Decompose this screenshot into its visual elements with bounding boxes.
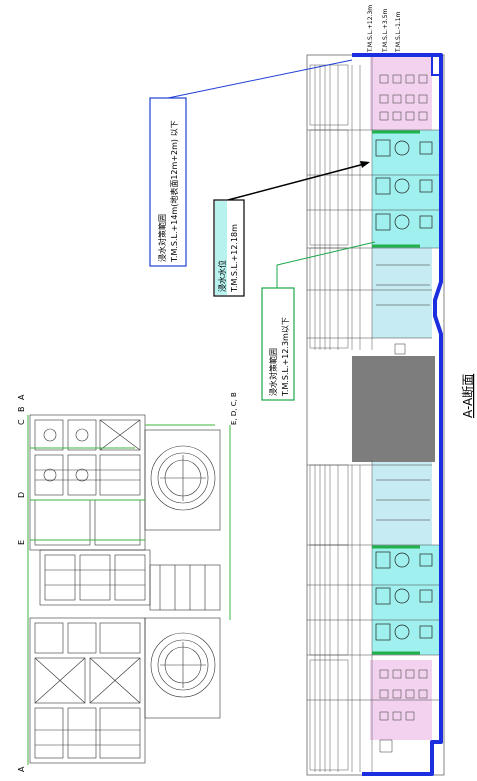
- plan-markers: C B A D E E, D, C, B A: [17, 392, 238, 772]
- section-title: A-A断面: [460, 374, 475, 418]
- plan-view: [29, 414, 221, 764]
- plan-marker-a-bottom: A: [17, 766, 26, 772]
- callout-bottom-line2: T.M.S.L.+12.3m以下: [281, 317, 290, 397]
- flood-boundary-green: [372, 130, 420, 655]
- structure-columns-upper: [309, 55, 373, 350]
- flood-zone-lower: [372, 545, 440, 655]
- plan-marker-edcb: E, D, C, B: [230, 392, 238, 425]
- plan-marker-d: D: [17, 492, 26, 498]
- flood-zone-lower-2: [372, 460, 432, 545]
- plan-marker-c: C: [17, 419, 26, 425]
- callout-bottom-leader: [276, 241, 376, 288]
- callout-middle-line2: T.M.S.L.+12.18m: [230, 224, 239, 293]
- callout-top-line1: 浸水対策範囲: [157, 214, 167, 262]
- foundation-outline-blue: [352, 53, 443, 776]
- plan-marker-b: B: [17, 407, 26, 413]
- plan-middle-right: [149, 564, 221, 611]
- plan-lower-reactor: [144, 617, 221, 719]
- structure-columns-lower: [309, 460, 373, 775]
- callout-top-line2: T.M.S.L.+14m(地表面12m+2m) 以下: [169, 120, 179, 263]
- plan-lower-block: [29, 617, 146, 764]
- plan-marker-e: E: [17, 540, 26, 545]
- central-gray-block: [352, 356, 435, 462]
- callout-top-leader: [167, 59, 353, 99]
- callout-flood-range-top: 浸水対策範囲 T.M.S.L.+14m(地表面12m+2m) 以下: [149, 59, 353, 267]
- callout-middle-fill: [215, 201, 227, 295]
- plan-upper-block: [29, 414, 146, 551]
- callout-bottom-line1: 浸水対策範囲: [268, 348, 278, 396]
- callout-middle-arrow: [360, 161, 370, 168]
- plan-middle-block: [39, 549, 151, 606]
- pink-zone-fixtures: [376, 74, 430, 753]
- elevation-label-2: T.M.S.L.+3.5m: [382, 9, 389, 53]
- callout-flood-level: 浸水水位 T.M.S.L.+12.18m: [213, 161, 370, 297]
- elevation-label-3: T.M.S.L.-1.1m: [395, 11, 402, 53]
- callout-flood-range-bottom: 浸水対策範囲 T.M.S.L.+12.3m以下: [261, 241, 376, 401]
- plan-section-lines: [27, 415, 231, 765]
- equipment-symbols: [375, 139, 433, 641]
- callout-middle-line1: 浸水水位: [217, 260, 227, 292]
- callout-middle-leader: [227, 162, 369, 201]
- floor-lines: [307, 129, 440, 701]
- section-view: T.M.S.L.+12.3m T.M.S.L.+3.5m T.M.S.L.-1.…: [306, 5, 475, 776]
- plan-upper-reactor: [144, 429, 221, 531]
- callout-bottom-box: [261, 287, 295, 401]
- foundation-step-upper: [431, 55, 441, 76]
- callout-top-box: [149, 97, 187, 267]
- elevation-label-1: T.M.S.L.+12.3m: [367, 5, 374, 53]
- plan-marker-a-top: A: [17, 394, 26, 400]
- flood-zone-upper-2: [372, 248, 432, 338]
